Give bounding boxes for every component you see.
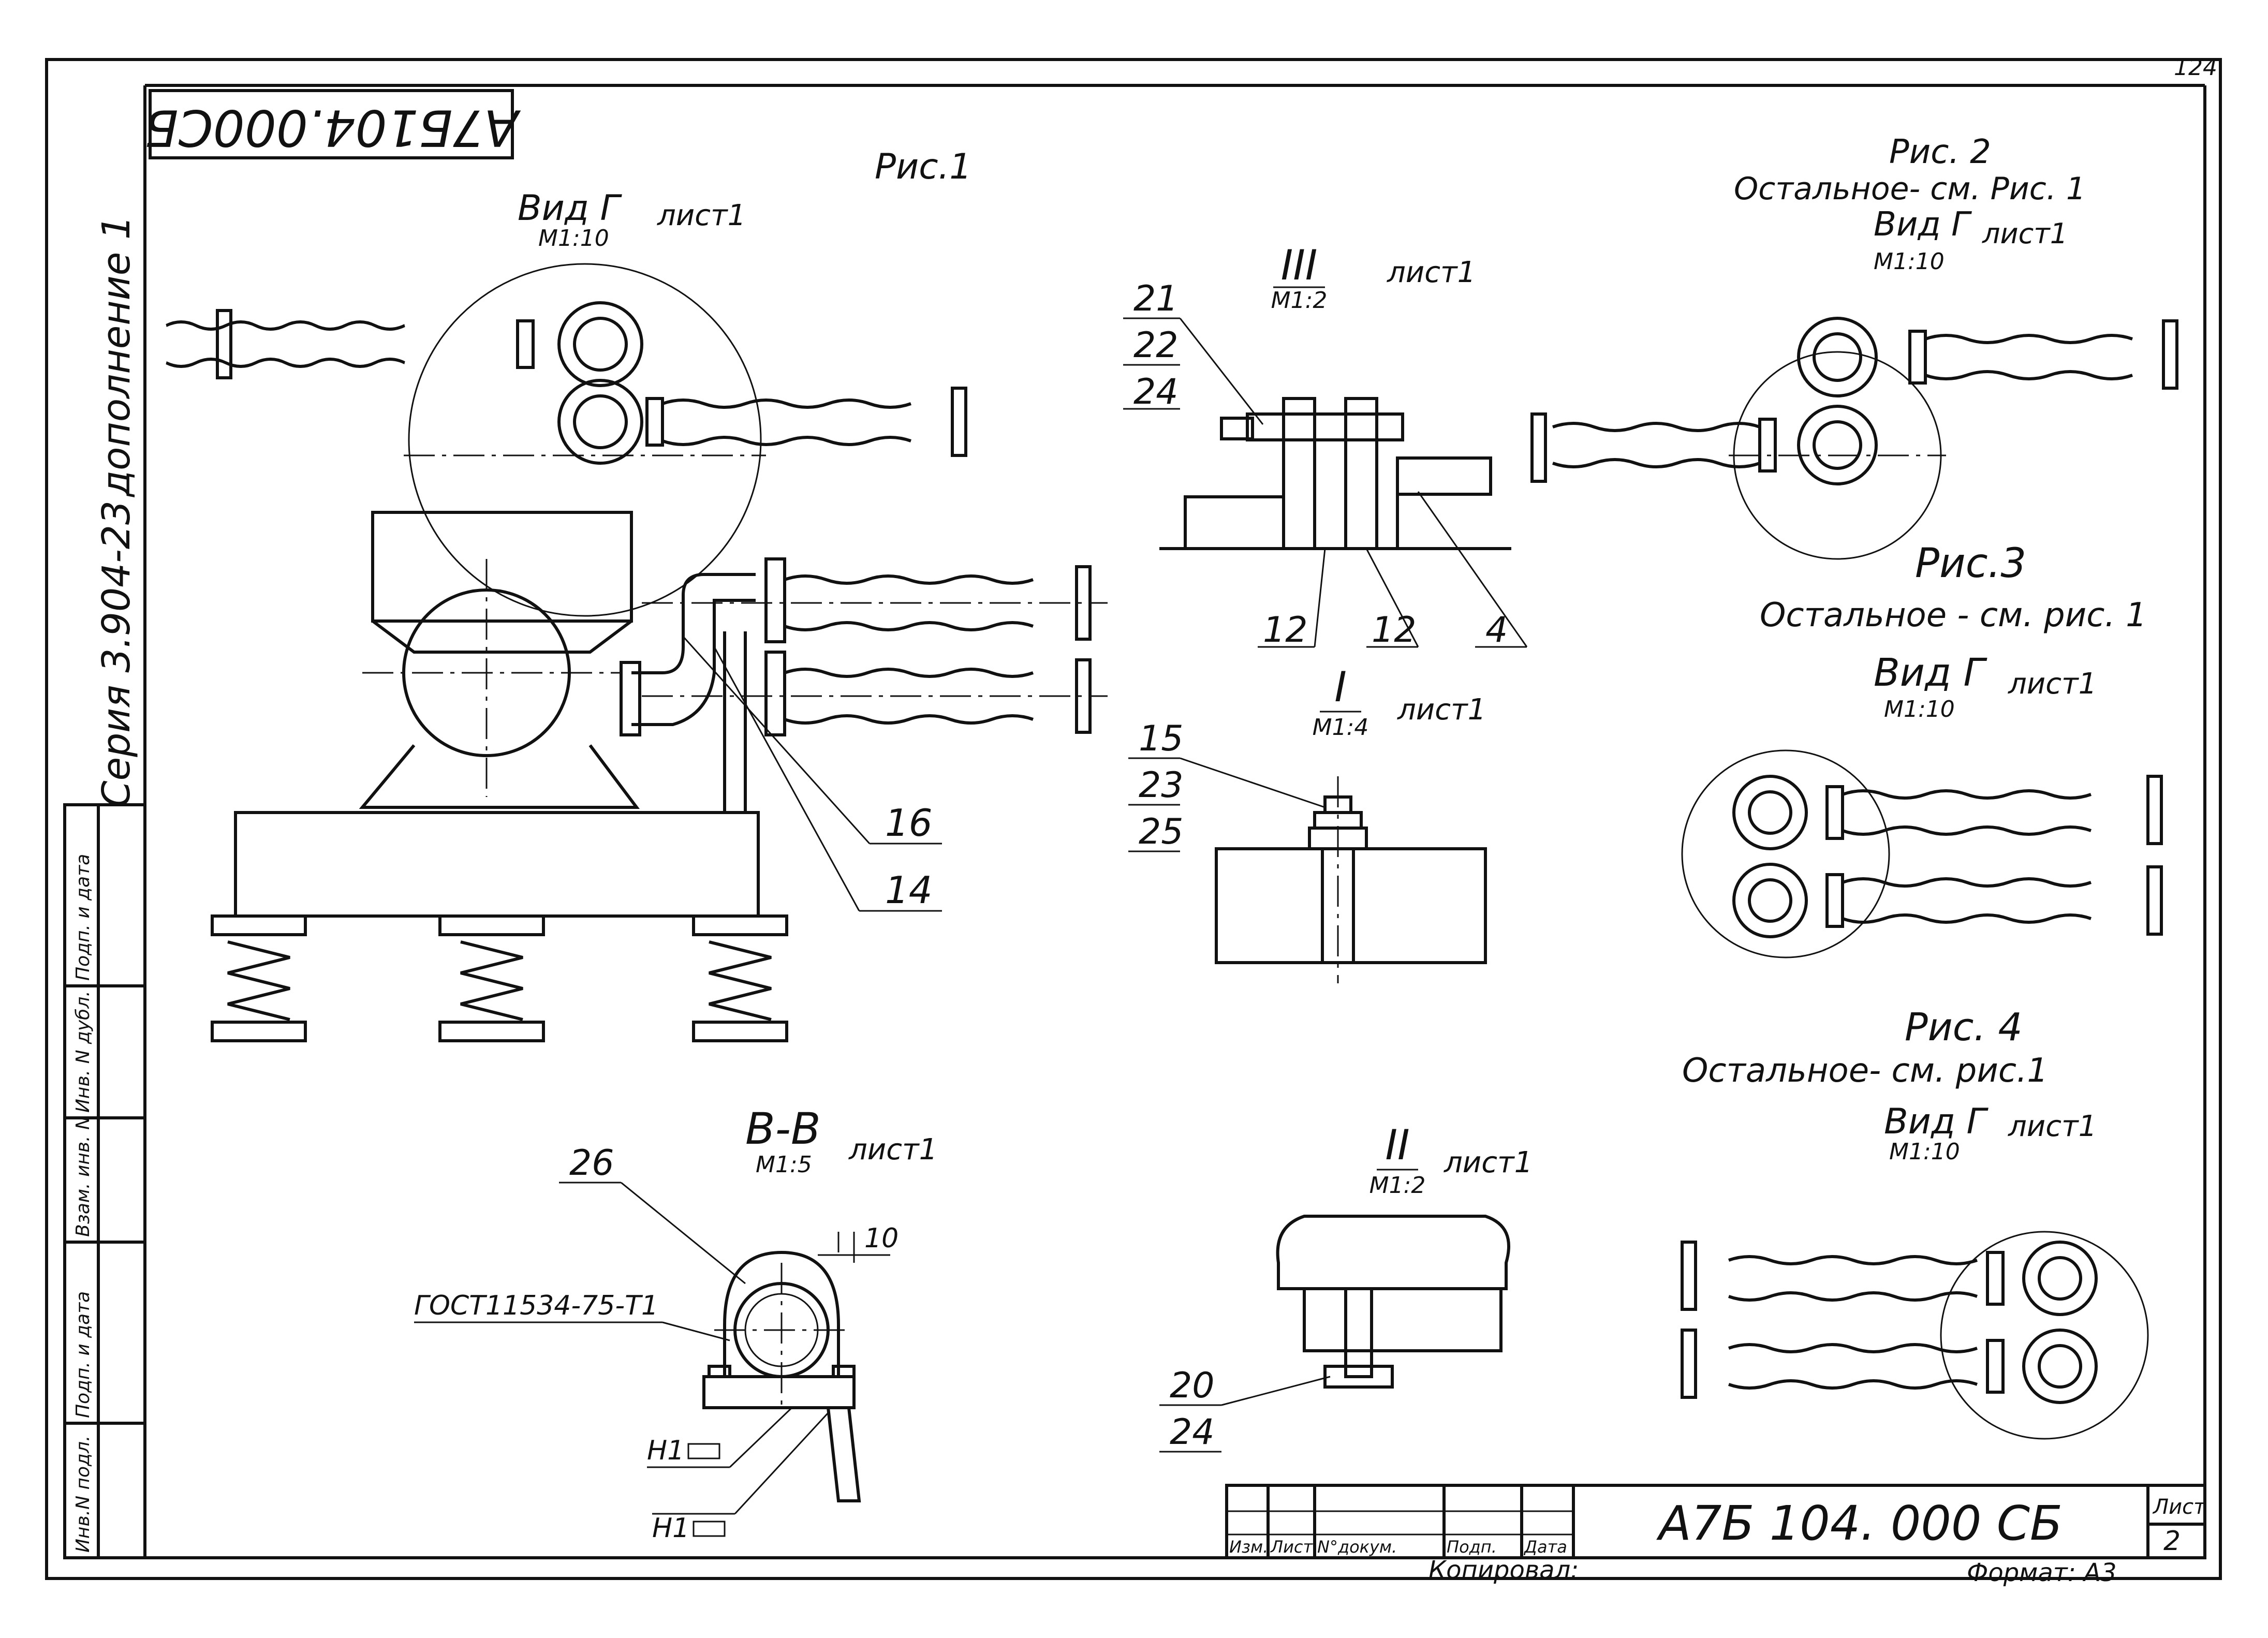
detail-II-callout-20: 20 xyxy=(1170,1365,1215,1406)
detail-I-callout-25: 25 xyxy=(1139,811,1184,852)
section-BB-weld-2: Н1 xyxy=(652,1513,689,1544)
fig2-view: Рис. 2 Остальное- см. Рис. 1 Вид Г лист1… xyxy=(1530,133,2178,560)
fig4-sheet: лист1 xyxy=(2008,1110,2097,1143)
fig1-sheet: лист1 xyxy=(657,199,746,232)
fig2-sheet: лист1 xyxy=(1982,217,2068,250)
fig4-scale: М1:10 xyxy=(1889,1139,1960,1165)
fig2-view-label: Вид Г xyxy=(1874,205,1972,244)
detail-II: II М1:2 лист1 20 24 xyxy=(1159,1121,1533,1453)
tb-header-list: Лист xyxy=(1270,1537,1313,1557)
stamp-col-podp-data-2: Подп. и дата xyxy=(72,854,94,981)
page-corner-number: 124 xyxy=(2174,54,2217,81)
detail-II-mark: II xyxy=(1385,1121,1409,1169)
fig1-view-label: Вид Г xyxy=(518,188,622,229)
section-BB-callout-26: 26 xyxy=(569,1143,614,1184)
fig2-note: Остальное- см. Рис. 1 xyxy=(1734,171,2086,207)
stamp-col-podp-data-1: Подп. и дата xyxy=(72,1291,94,1418)
detail-III: III М1:2 лист1 21 22 24 12 12 4 xyxy=(1123,241,1528,651)
side-series: Серия 3.904-23 xyxy=(94,500,139,807)
fig4-title: Рис. 4 xyxy=(1905,1005,2023,1050)
fig1-callout-14: 14 xyxy=(885,868,933,912)
tb-format: Формат: А3 xyxy=(1967,1558,2117,1587)
detail-III-callout-12b: 12 xyxy=(1372,610,1417,651)
stamp-col-vzam-inv: Взам. инв. N xyxy=(72,1116,94,1237)
tb-header-data: Дата xyxy=(1523,1537,1567,1557)
detail-II-scale: М1:2 xyxy=(1369,1172,1426,1199)
detail-II-callout-24: 24 xyxy=(1170,1412,1215,1453)
detail-III-callout-22: 22 xyxy=(1133,325,1179,366)
fig3-scale: М1:10 xyxy=(1884,696,1955,722)
fig1-scale: М1:10 xyxy=(538,225,609,252)
fig3-view-label: Вид Г xyxy=(1874,651,1988,695)
section-BB-weld-1: Н1 xyxy=(647,1435,684,1466)
side-labels: дополнение 1 Серия 3.904-23 xyxy=(94,215,139,807)
detail-III-scale: М1:2 xyxy=(1271,287,1328,314)
detail-II-sheet: лист1 xyxy=(1444,1146,1533,1179)
detail-I-mark: I xyxy=(1334,663,1347,711)
fig2-title: Рис. 2 xyxy=(1889,133,1991,171)
fig1-view: Рис.1 Вид Г лист1 М1:10 xyxy=(166,146,1108,1042)
detail-I-scale: М1:4 xyxy=(1313,714,1369,741)
tb-header-izm: Изм. xyxy=(1229,1537,1268,1557)
fig1-callout-16: 16 xyxy=(885,801,933,845)
detail-III-sheet: лист1 xyxy=(1387,256,1476,289)
fig3-sheet: лист1 xyxy=(2008,667,2097,701)
tb-header-podp: Подп. xyxy=(1447,1537,1497,1557)
detail-I-callout-23: 23 xyxy=(1139,765,1184,806)
detail-I-callout-15: 15 xyxy=(1139,718,1184,759)
fig3-title: Рис.3 xyxy=(1915,540,2026,587)
detail-III-callout-4: 4 xyxy=(1485,610,1508,651)
stamp-col-inv-dubl: Инв. N дубл. xyxy=(72,991,94,1113)
fig3-view: Рис.3 Остальное - см. рис. 1 Вид Г лист1… xyxy=(1681,540,2163,958)
stamp-col-inv-podl: Инв.N подл. xyxy=(72,1436,94,1553)
detail-III-mark: III xyxy=(1281,241,1318,289)
detail-III-callout-24: 24 xyxy=(1133,372,1179,412)
fig4-view-label: Вид Г xyxy=(1884,1101,1989,1142)
fig3-note: Остальное - см. рис. 1 xyxy=(1760,596,2147,634)
detail-I-sheet: лист1 xyxy=(1397,693,1486,727)
code-rotated-text: А7Б104.000СБ xyxy=(144,99,521,157)
tb-designation: А7Б 104. 000 СБ xyxy=(1656,1496,2063,1551)
fig1-title: Рис.1 xyxy=(875,146,971,187)
side-addendum: дополнение 1 xyxy=(94,215,139,498)
left-stamp: Инв.N подл. Подп. и дата Взам. инв. N Ин… xyxy=(63,803,146,1559)
detail-III-callout-12a: 12 xyxy=(1263,610,1308,651)
tb-sheet-label: Лист xyxy=(2152,1495,2206,1519)
tb-copied: Копировал: xyxy=(1428,1556,1579,1585)
section-BB-sheet: лист1 xyxy=(848,1133,937,1167)
section-BB-title: В-В xyxy=(745,1103,821,1154)
detail-I: I М1:4 лист1 15 23 25 xyxy=(1128,663,1487,983)
tb-sheet-number: 2 xyxy=(2163,1526,2181,1557)
fig4-view: Рис. 4 Остальное- см. рис.1 Вид Г лист1 … xyxy=(1681,1005,2149,1440)
title-block: Изм. Лист N°докум. Подп. Дата А7Б 104. 0… xyxy=(1225,1484,2206,1587)
tb-header-dokum: N°докум. xyxy=(1317,1537,1397,1557)
section-BB-dim-10: 10 xyxy=(864,1223,899,1254)
section-BB-scale: М1:5 xyxy=(756,1152,812,1178)
code-box-rotated: А7Б104.000СБ xyxy=(144,89,521,159)
section-BB: В-В М1:5 лист1 26 10 ГОСТ11534-75-Т1 Н1 … xyxy=(414,1103,937,1544)
section-BB-standard: ГОСТ11534-75-Т1 xyxy=(414,1290,658,1321)
fig4-note: Остальное- см. рис.1 xyxy=(1682,1052,2048,1090)
detail-III-callout-21: 21 xyxy=(1133,278,1179,319)
fig2-scale: М1:10 xyxy=(1874,248,1945,275)
